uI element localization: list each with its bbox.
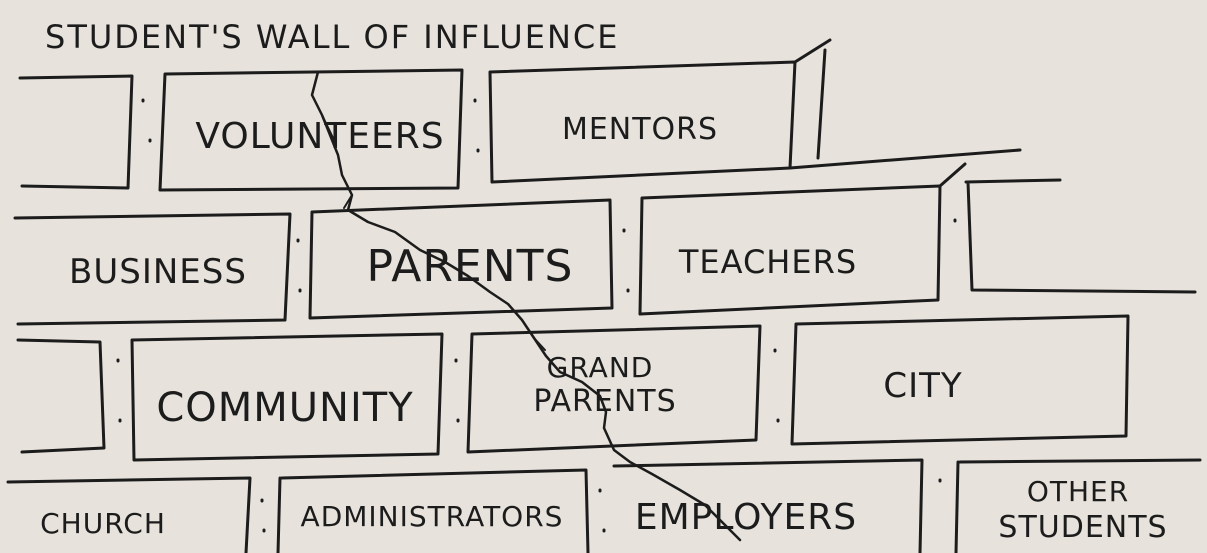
crack-line [310,70,742,542]
brick-label-students: STUDENTS [998,510,1168,545]
brick-employers [612,458,924,553]
brick-label-grand: GRAND [546,351,654,384]
brick-label-mentors: MENTORS [561,112,719,147]
brick-label-administrators: ADMINISTRATORS [300,500,564,533]
brick-administrators [276,468,590,553]
brick-label-parents: PARENTS [366,241,574,292]
brick-label-teachers: TEACHERS [678,243,858,281]
brick-label-employers: EMPLOYERS [634,497,858,538]
brick-left-row3 [16,338,106,454]
brick-right-row1 [788,38,1022,170]
brick-left-row1 [18,74,134,190]
brick-label-church: CHURCH [40,507,166,540]
brick-label-community: COMMUNITY [156,385,414,431]
brick-volunteers [158,68,464,192]
brick-label-other: OTHER [1026,475,1130,508]
brick-right-row2 [938,162,1197,294]
brick-church [6,476,252,553]
brick-city [790,314,1130,446]
brick-grandparents [466,324,762,454]
brick-label-business: BUSINESS [69,252,247,292]
brick-community [130,332,444,462]
diagram-title: STUDENT'S WALL OF INFLUENCE [45,18,620,56]
brick-parents [308,198,614,320]
brick-label-grandparents: PARENTS [533,384,677,419]
brick-label-city: CITY [883,366,963,406]
brick-business [13,212,292,326]
brick-other-students [954,458,1202,553]
brick-label-volunteers: VOLUNTEERS [195,116,445,157]
brick-teachers [638,184,942,316]
